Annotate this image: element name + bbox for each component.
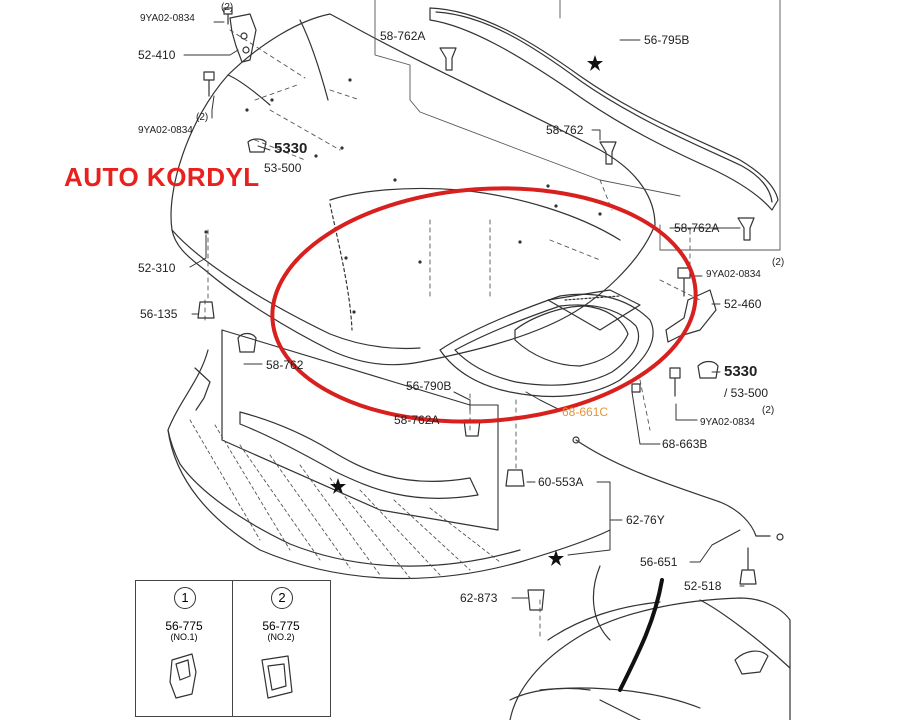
legend-sub-1: (NO.1)	[170, 632, 198, 642]
legend-divider	[232, 581, 233, 716]
label-56-795b: 56-795B	[644, 33, 690, 47]
legend-item-2: 2 56-775 (NO.2)	[233, 581, 329, 716]
qty-9ya-left: (2)	[196, 112, 209, 123]
label-9ya02-0834-top: 9YA02-0834	[140, 13, 195, 24]
label-56-135: 56-135	[140, 307, 178, 321]
clip-58762a-right	[737, 217, 755, 241]
latch-bolt	[739, 547, 757, 585]
label-56-790b: 56-790B	[406, 379, 452, 393]
bolt-top-left	[223, 7, 233, 25]
legend-sub-2: (NO.2)	[267, 632, 295, 642]
bolt-mid-left	[203, 71, 215, 97]
hood-hinge-left	[229, 13, 257, 63]
label-52-310: 52-310	[138, 261, 176, 275]
lower-seal-strip	[239, 411, 479, 499]
label-62-76y: 62-76Y	[626, 513, 665, 527]
hood-outline	[170, 13, 656, 366]
legend-box: 1 56-775 (NO.1) 2 56-775 (NO.2)	[135, 580, 331, 717]
label-9ya02-0834-right2: 9YA02-0834	[700, 417, 755, 428]
label-60-553a: 60-553A	[538, 475, 584, 489]
label-68-663b: 68-663B	[662, 437, 708, 451]
stay-clip-right	[697, 360, 719, 379]
legend-number-2: 2	[271, 587, 293, 609]
label-58-762-left: 58-762	[266, 358, 304, 372]
label-62-873: 62-873	[460, 591, 498, 605]
label-58-762a-mid: 58-762A	[394, 413, 440, 427]
label-52-410: 52-410	[138, 48, 176, 62]
label-68-661c: 68-661C	[562, 405, 609, 419]
hood-bulge	[329, 203, 353, 331]
label-56-651: 56-651	[640, 555, 678, 569]
label-9ya02-0834-right: 9YA02-0834	[706, 269, 761, 280]
label-9ya02-0834-left: 9YA02-0834	[138, 125, 193, 136]
clip-58762-left	[237, 332, 257, 353]
stay-clip-left	[247, 138, 267, 153]
rubber-stop	[197, 301, 215, 319]
label-52-518: 52-518	[684, 579, 722, 593]
legend-code-1: 56-775	[165, 619, 203, 633]
qty-9ya-top: (2)	[221, 2, 234, 13]
label-58-762a-right: 58-762A	[674, 221, 720, 235]
bolt-right-lower	[669, 367, 681, 397]
label-58-762-mid: 58-762	[546, 123, 584, 137]
release-cable	[575, 439, 771, 537]
car-silhouette	[509, 597, 791, 720]
legend-code-2: 56-775	[262, 619, 300, 633]
clip-58762-mid	[599, 141, 617, 165]
hood-front-lip	[171, 229, 421, 350]
clip-60553a	[505, 469, 525, 487]
hood-inner-frame	[439, 293, 654, 398]
label-5330-right: 5330	[724, 363, 758, 380]
hood-seal-strip	[429, 7, 779, 211]
legend-number-1: 1	[174, 587, 196, 609]
label-5330-top: 5330	[274, 140, 308, 157]
label-53-500-top: 53-500	[264, 161, 302, 175]
legend-item-1: 1 56-775 (NO.1)	[136, 581, 232, 716]
label-58-762a-top: 58-762A	[380, 29, 426, 43]
legend-clip-icons	[169, 653, 293, 699]
qty-9ya-right2: (2)	[762, 405, 775, 416]
lower-panel-outline	[167, 429, 611, 580]
bolt-right-top	[677, 267, 691, 297]
watermark-text: AUTO KORDYL	[64, 162, 260, 192]
clip-58762a-top	[439, 47, 457, 71]
label-52-460: 52-460	[724, 297, 762, 311]
label-53-500-right: / 53-500	[724, 386, 769, 400]
qty-9ya-right: (2)	[772, 257, 785, 268]
highlight-ellipse	[270, 186, 698, 424]
clip-62873	[527, 589, 545, 611]
